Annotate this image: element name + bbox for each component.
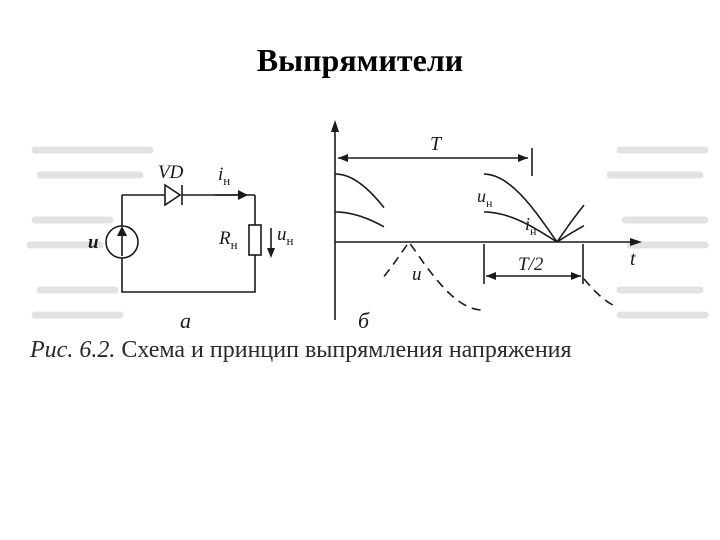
- circuit-panel-label: а: [180, 308, 191, 333]
- half-period-arrow-right: [571, 272, 581, 280]
- graph-current-label: iн: [525, 214, 537, 238]
- source-voltage-curve: [583, 278, 619, 309]
- time-axis-arrowhead: [630, 238, 642, 246]
- source-label: u: [88, 232, 99, 253]
- period-arrow-left: [338, 154, 348, 162]
- caption-text: Схема и принцип выпрямления напряжения: [121, 337, 572, 363]
- load-current-curve: [484, 211, 585, 243]
- slide-title: Выпрямители: [256, 42, 464, 78]
- time-axis-label: t: [630, 248, 636, 270]
- half-period-label: T/2: [518, 254, 544, 275]
- period-arrow-right: [518, 154, 528, 162]
- half-period-arrow-left: [486, 272, 496, 280]
- resistor-label: Rн: [218, 228, 238, 252]
- resistor-symbol: [248, 224, 262, 256]
- source-arrowhead: [117, 226, 127, 236]
- caption-number: Рис. 6.2.: [30, 337, 116, 363]
- current-arrowhead: [238, 190, 248, 200]
- load-voltage-curve: [335, 173, 385, 209]
- circuit-diagram: [105, 183, 275, 293]
- period-label: T: [430, 133, 443, 155]
- waveform-graph: [331, 120, 642, 320]
- source-voltage-label: u: [412, 264, 422, 285]
- source-voltage-curve: [383, 240, 484, 311]
- diode-label: VD: [158, 162, 184, 183]
- load-current-curve: [335, 211, 385, 228]
- voltage-arrowhead: [267, 248, 275, 258]
- current-label: iн: [218, 164, 230, 188]
- load-voltage-curve: [483, 173, 585, 243]
- graph-voltage-label: uн: [477, 186, 493, 210]
- figure-caption: Рис. 6.2. Схема и принцип выпрямления на…: [30, 337, 572, 364]
- background-texture: [26, 146, 709, 319]
- diode-symbol: [164, 183, 182, 207]
- load-voltage-label: uн: [277, 224, 294, 248]
- y-axis-arrowhead: [331, 120, 339, 132]
- graph-panel-label: б: [358, 308, 370, 333]
